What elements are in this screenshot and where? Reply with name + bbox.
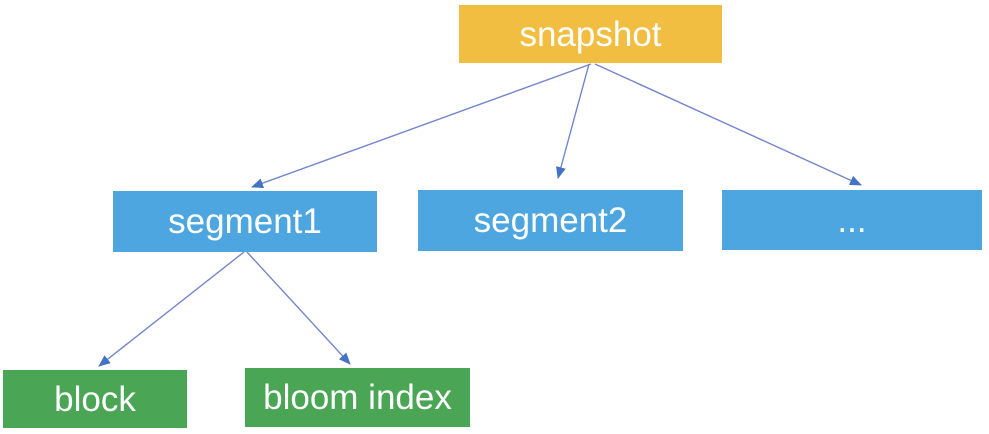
node-more-segments-label: ...	[837, 200, 867, 240]
node-snapshot-label: snapshot	[519, 14, 662, 54]
node-block-label: block	[54, 379, 136, 419]
node-bloom-index: bloom index	[245, 368, 470, 427]
node-segment2-label: segment2	[473, 201, 628, 240]
edge-snapshot-to-more	[594, 63, 862, 186]
edge-segment1-to-block	[98, 251, 245, 367]
node-bloom-index-label: bloom index	[263, 378, 452, 417]
node-block: block	[3, 370, 187, 428]
node-snapshot: snapshot	[459, 5, 722, 63]
edge-segment1-to-bloom-index	[246, 251, 351, 365]
edge-snapshot-to-segment2	[556, 63, 590, 179]
node-more-segments: ...	[722, 190, 982, 250]
edge-snapshot-to-segment1	[251, 63, 592, 188]
node-segment2: segment2	[418, 190, 683, 251]
node-segment1-label: segment1	[168, 202, 322, 241]
node-segment1: segment1	[113, 191, 377, 252]
